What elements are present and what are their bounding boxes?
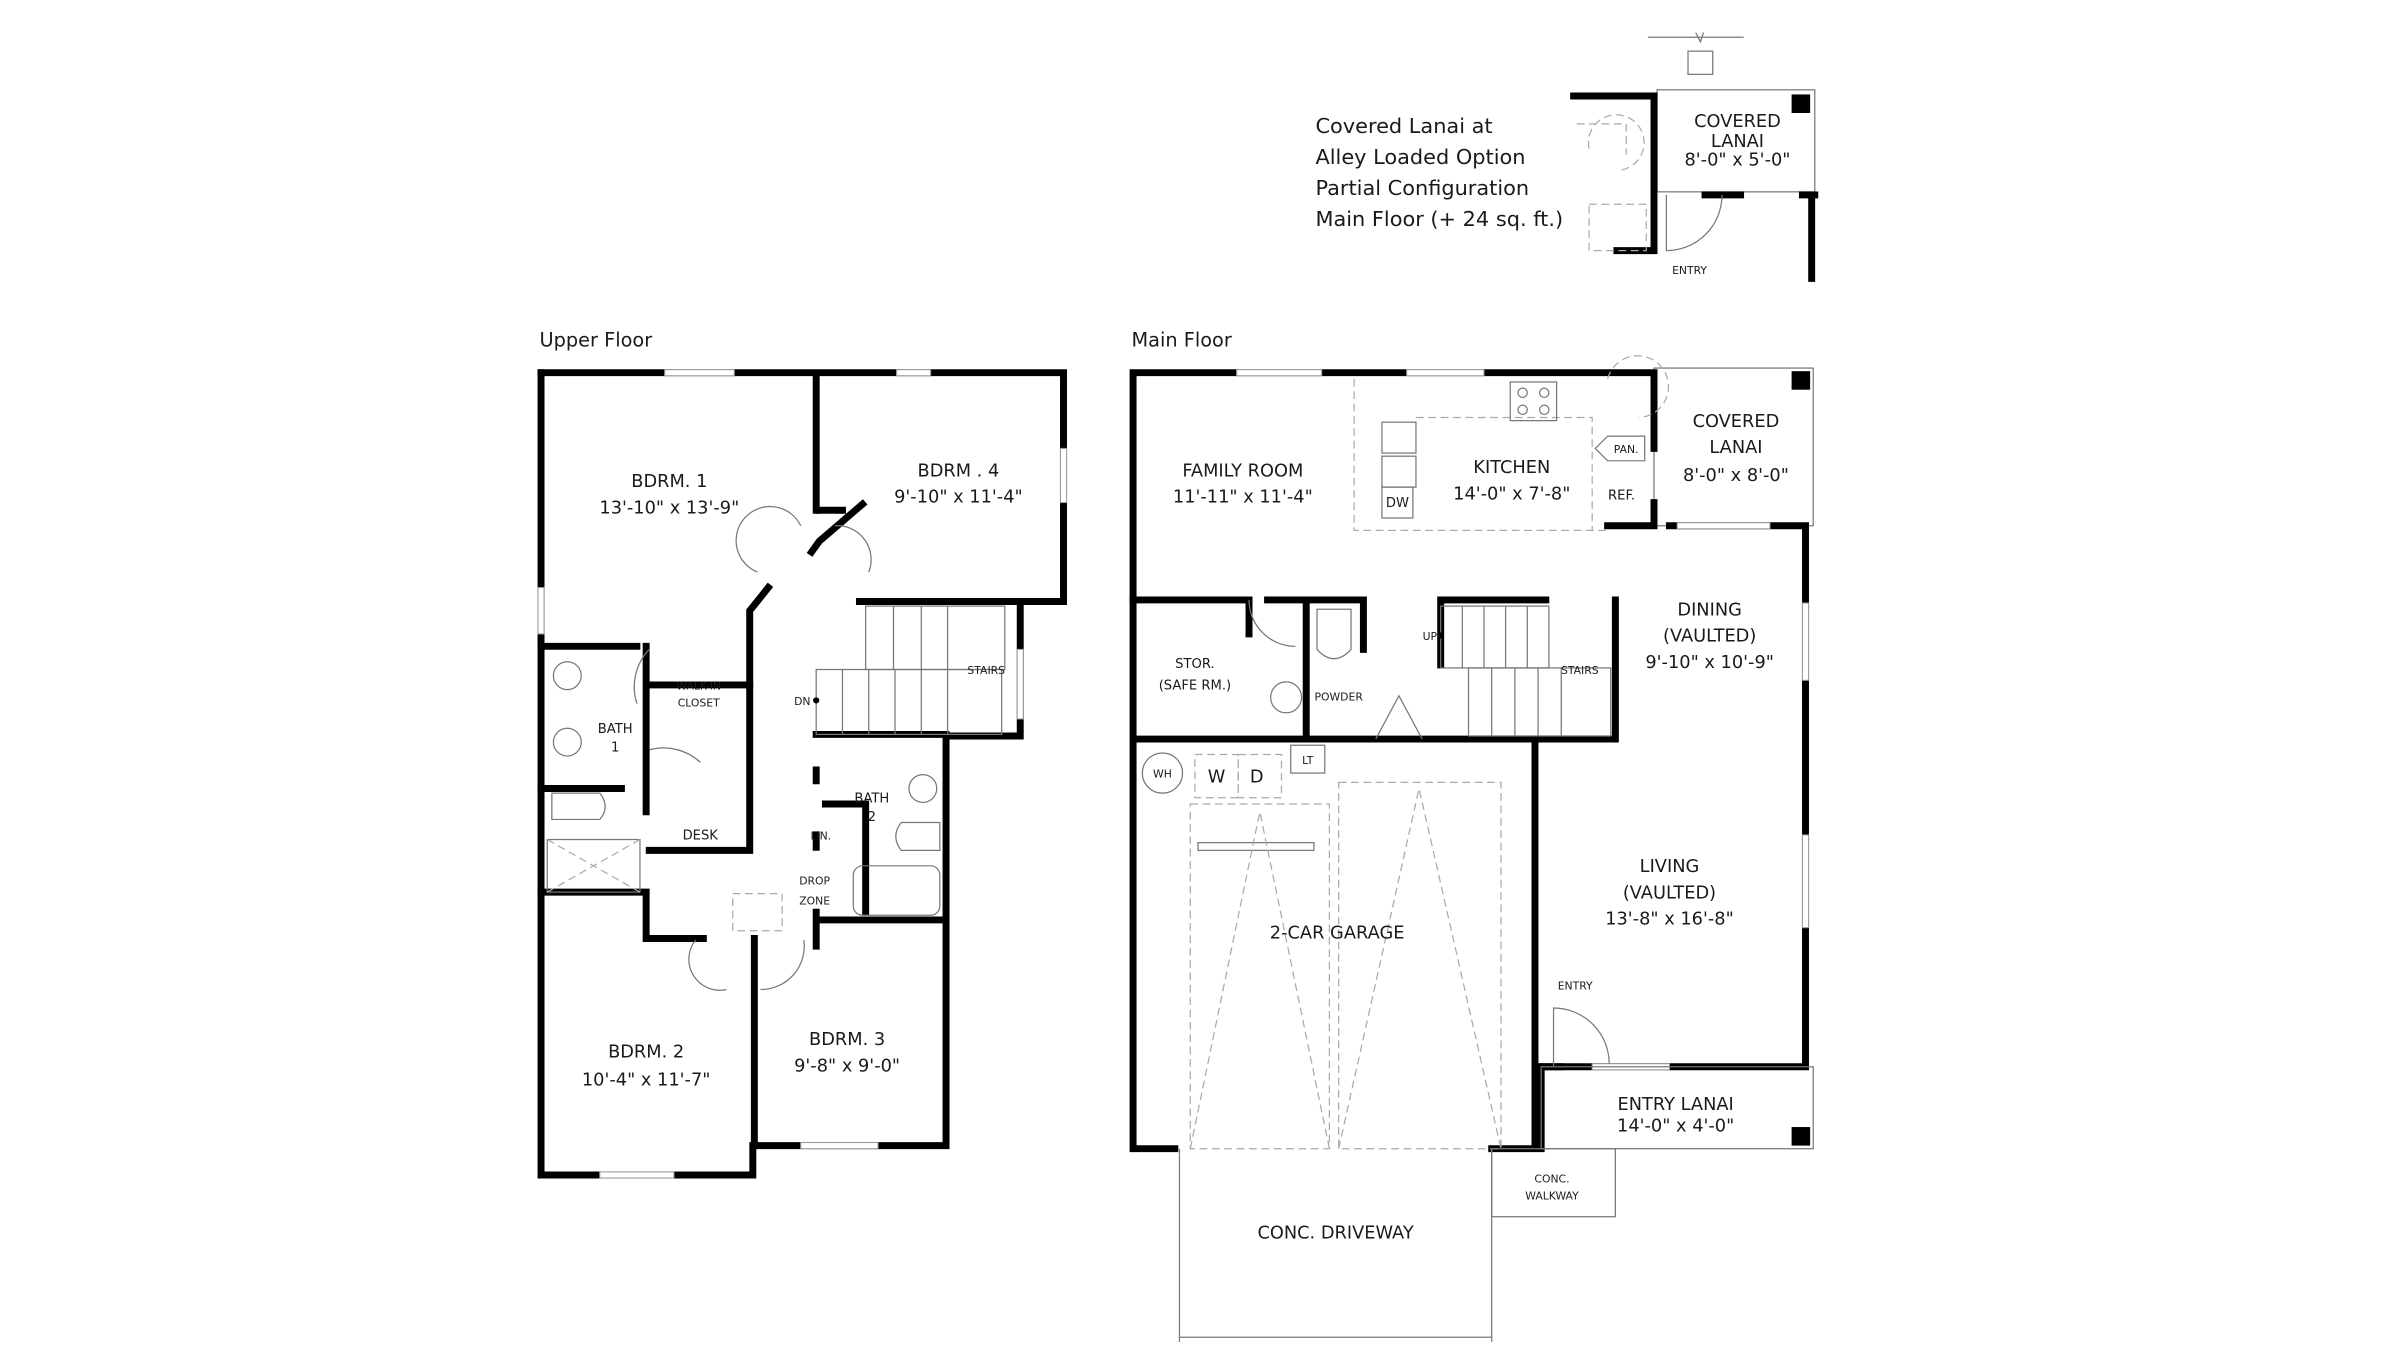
- sink-icon: [552, 661, 582, 691]
- sink-icon: [908, 773, 938, 804]
- family-room-name: FAMILY ROOM: [1182, 461, 1303, 481]
- entry-label: ENTRY: [1558, 979, 1593, 992]
- closet-label-1: WALK-IN: [676, 680, 721, 693]
- main-floor-title: Main Floor: [1132, 328, 1232, 351]
- entry-lanai-dims: 14'-0" x 4'-0": [1617, 1117, 1734, 1137]
- lanai-name-1: COVERED: [1693, 412, 1780, 432]
- upper-stairs: [813, 605, 1006, 736]
- inset-note-line-4: Main Floor (+ 24 sq. ft.): [1315, 207, 1563, 231]
- toilet-icon: [551, 792, 606, 821]
- inset-lanai-name-1: COVERED: [1694, 112, 1781, 132]
- storage-label-2: (SAFE RM.): [1159, 679, 1231, 694]
- powder-label: POWDER: [1314, 690, 1363, 703]
- bath1-label-2: 1: [611, 740, 619, 755]
- pantry-label: PAN.: [1614, 443, 1639, 456]
- family-room-dims: 11'-11" x 11'-4": [1173, 488, 1313, 508]
- bdrm1-name: BDRM. 1: [631, 472, 707, 492]
- linen-label: LIN.: [810, 830, 831, 843]
- garage-label: 2-CAR GARAGE: [1270, 923, 1405, 943]
- ref-label: REF.: [1608, 488, 1635, 503]
- dryer-icon: [1237, 753, 1283, 799]
- walkway-label-2: WALKWAY: [1525, 1190, 1579, 1203]
- dining-dims: 9'-10" x 10'-9": [1645, 653, 1774, 673]
- inset-lanai-dims: 8'-0" x 5'-0": [1685, 151, 1791, 171]
- bdrm4-name: BDRM . 4: [918, 461, 1000, 481]
- main-floor-plan: Main Floor FAMILY ROOM 11'-11" x 11'-4" …: [1129, 328, 1814, 1342]
- bdrm2-dims: 10'-4" x 11'-7": [582, 1070, 711, 1090]
- dining-name: DINING: [1677, 600, 1742, 620]
- dining-sub: (VAULTED): [1663, 627, 1756, 647]
- lanai-dims: 8'-0" x 8'-0": [1683, 466, 1789, 486]
- cooktop-icon: [1509, 381, 1558, 422]
- inset-note-line-3: Partial Configuration: [1315, 176, 1529, 200]
- entry-lanai-outline: [1540, 1066, 1814, 1150]
- driveway-label: CONC. DRIVEWAY: [1257, 1223, 1413, 1243]
- bdrm2-name: BDRM. 2: [608, 1042, 684, 1062]
- garage-doors: [1189, 781, 1502, 1150]
- inset-note-line-2: Alley Loaded Option: [1315, 145, 1525, 169]
- sink-icon: [1316, 608, 1352, 660]
- dishwasher-label: DW: [1386, 496, 1409, 511]
- washer-label: W: [1208, 767, 1226, 787]
- bath2-label-2: 2: [868, 810, 876, 825]
- sink-icon: [552, 727, 582, 757]
- living-name: LIVING: [1640, 857, 1700, 877]
- lt-label: LT: [1302, 754, 1314, 767]
- lanai-name-2: LANAI: [1709, 438, 1762, 458]
- main-stairs-label: STAIRS: [1561, 664, 1599, 677]
- storage-label-1: STOR.: [1175, 657, 1215, 672]
- walkway-label-1: CONC.: [1534, 1173, 1569, 1186]
- main-stairs: [1437, 605, 1612, 737]
- bath1-label-1: BATH: [598, 722, 633, 737]
- dn-label: DN: [794, 695, 810, 708]
- inset-column: [1791, 94, 1811, 114]
- water-heater-icon: [1141, 752, 1184, 794]
- shower-icon: [546, 838, 641, 893]
- dryer-label: D: [1250, 767, 1264, 787]
- break-line: [1647, 32, 1744, 44]
- drop-zone-label-1: DROP: [799, 874, 830, 887]
- bathtub-icon: [852, 865, 941, 916]
- living-sub: (VAULTED): [1623, 883, 1716, 903]
- bath2-label-1: BATH: [854, 791, 889, 806]
- inset-lanai-name-2: LANAI: [1711, 132, 1764, 152]
- bdrm4-dims: 9'-10" x 11'-4": [894, 488, 1023, 508]
- upper-floor-title: Upper Floor: [539, 328, 652, 351]
- entry-lanai-name: ENTRY LANAI: [1618, 1095, 1734, 1115]
- bdrm1-dims: 13'-10" x 13'-9": [599, 498, 739, 518]
- inset-entry-label: ENTRY: [1672, 264, 1707, 277]
- drop-zone-label-2: ZONE: [799, 894, 830, 907]
- inset-post: [1687, 50, 1714, 75]
- inset-alley-option: Covered Lanai at Alley Loaded Option Par…: [1315, 32, 1819, 282]
- bdrm3-dims: 9'-8" x 9'-0": [794, 1056, 900, 1076]
- toilet-icon: [1270, 681, 1303, 714]
- upper-stairs-label: STAIRS: [967, 664, 1005, 677]
- inset-note-line-1: Covered Lanai at: [1315, 114, 1492, 138]
- water-heater-label: WH: [1153, 768, 1172, 781]
- bdrm3-name: BDRM. 3: [809, 1030, 885, 1050]
- up-label: UP: [1423, 630, 1438, 643]
- kitchen-name: KITCHEN: [1473, 458, 1550, 478]
- desk-label: DESK: [683, 829, 719, 844]
- toilet-icon: [895, 821, 941, 851]
- kitchen-dims: 14'-0" x 7'-8": [1453, 484, 1570, 504]
- closet-label-2: CLOSET: [678, 697, 720, 710]
- upper-floor-plan: Upper Floor BDRM. 1 13'-10" x 13'-9" BDR…: [537, 328, 1068, 1179]
- living-dims: 13'-8" x 16'-8": [1605, 910, 1734, 930]
